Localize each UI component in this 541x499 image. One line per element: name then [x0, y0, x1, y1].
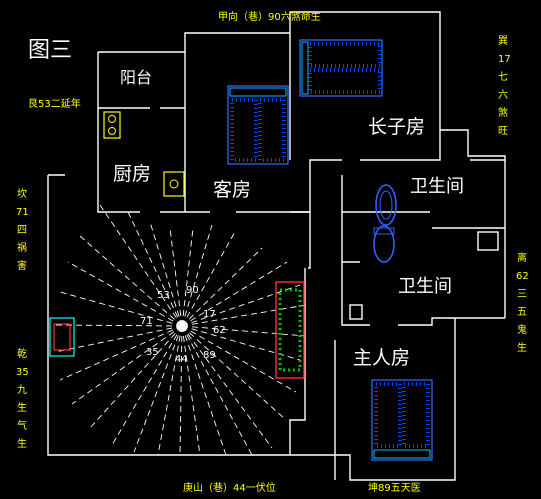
- compass-num-35: 35: [146, 347, 159, 358]
- compass-num-90: 90: [186, 285, 199, 296]
- fan-ray: [179, 325, 183, 456]
- left-low-char: 九: [17, 384, 27, 396]
- right-mid-char: 五: [517, 307, 527, 318]
- compass-num-71: 71: [140, 316, 153, 327]
- left-mid-char: 坎: [17, 187, 27, 200]
- bottom-right-caption: 坤89五天医: [368, 481, 421, 494]
- compass-num-17: 17: [203, 309, 216, 320]
- right-top-char: 旺: [498, 126, 508, 137]
- fan-ray: [127, 211, 183, 327]
- compass-num-89: 89: [203, 350, 216, 361]
- fan-ray: [181, 224, 213, 327]
- left-mid-char: 害: [17, 259, 27, 272]
- fan-ray: [181, 325, 273, 449]
- figure-label: 图三: [28, 38, 72, 63]
- fan-ray: [59, 291, 183, 327]
- fan-ray: [181, 325, 287, 421]
- fan-ray: [181, 229, 237, 327]
- right-top-char: 六: [498, 89, 508, 101]
- right-mid-char: 鬼: [517, 323, 527, 336]
- left-mid-char: 71: [16, 207, 29, 218]
- left-low-char: 乾: [17, 347, 27, 360]
- left-mid-char: 四: [17, 225, 27, 236]
- bathtub-2: [373, 225, 395, 263]
- bottom-caption: 庚山（巷）44一伏位: [183, 481, 276, 494]
- fan-ray: [59, 325, 183, 381]
- fan-ray: [157, 325, 183, 456]
- right-top-char: 煞: [498, 106, 508, 119]
- fan-ray: [181, 304, 307, 327]
- compass-num-62: 62: [213, 325, 226, 336]
- walls: [47, 11, 506, 481]
- compass-num-44: 44: [175, 354, 188, 365]
- fan-ray: [54, 325, 183, 353]
- room-label-bath-2: 卫生间: [398, 276, 452, 297]
- left-low-char: 35: [16, 367, 29, 378]
- right-mid-char: 62: [516, 271, 529, 282]
- right-mid-char: 离: [517, 251, 527, 264]
- fan-ray: [67, 261, 183, 327]
- right-mid-vertical: 离 62 三 五 鬼 生: [516, 251, 529, 354]
- fan-ray: [181, 261, 288, 327]
- room-label-kitchen: 厨房: [113, 163, 151, 185]
- left-low-char: 生: [17, 437, 27, 450]
- fan-ray: [133, 325, 183, 453]
- fan-ray: [181, 227, 194, 327]
- stove: [103, 111, 121, 139]
- left-mid-vertical: 坎 71 四 祸 害: [16, 187, 29, 272]
- fan-ray: [169, 227, 183, 327]
- top-caption: 甲向（巷）90六煞命生: [218, 10, 321, 23]
- fan-ray: [181, 247, 263, 327]
- compass-fan: [54, 204, 307, 456]
- fan-ray: [181, 284, 301, 327]
- fan-ray: [99, 204, 183, 327]
- left-low-char: 气: [17, 419, 27, 432]
- compass-num-53: 53: [157, 290, 170, 301]
- right-top-vertical: 巽 17 七 六 煞 旺: [498, 35, 511, 137]
- left-low-vertical: 乾 35 九 生 气 生: [16, 347, 29, 450]
- bed-eldest-son: [299, 39, 383, 97]
- fan-ray: [181, 325, 297, 393]
- left-top-note: 艮53二延年: [28, 97, 81, 110]
- room-label-balcony: 阳台: [120, 68, 152, 87]
- fan-ray: [181, 325, 201, 456]
- right-top-char: 巽: [498, 35, 508, 47]
- fan-ray: [181, 325, 253, 456]
- fan-ray: [79, 235, 183, 327]
- compass-numbers: 53 90 71 17 62 35 44 89: [140, 285, 226, 365]
- right-top-char: 17: [498, 54, 511, 65]
- room-label-eldest-son: 长子房: [368, 116, 425, 138]
- sink: [163, 171, 185, 197]
- compass-center: [176, 320, 188, 332]
- fan-ray: [71, 325, 183, 405]
- fan-ray: [111, 325, 183, 446]
- right-mid-char: 三: [517, 289, 527, 300]
- left-mid-char: 祸: [17, 241, 27, 254]
- fan-ray: [181, 325, 227, 456]
- room-label-bath-1: 卫生间: [410, 176, 464, 197]
- right-top-char: 七: [498, 71, 508, 83]
- tv-cabinet: [49, 317, 75, 357]
- bed-living: [227, 85, 289, 165]
- fan-ray: [55, 324, 183, 327]
- bed-master: [371, 379, 433, 461]
- left-low-char: 生: [17, 401, 27, 414]
- room-label-living: 客房: [213, 179, 251, 201]
- room-label-master: 主人房: [353, 347, 410, 369]
- bathtub-1: [375, 184, 397, 226]
- right-mid-char: 生: [517, 341, 527, 354]
- fan-ray: [149, 221, 183, 327]
- fan-ray: [89, 325, 183, 429]
- fan-ray: [181, 325, 307, 337]
- sofa: [275, 281, 305, 379]
- fan-ray: [181, 325, 301, 361]
